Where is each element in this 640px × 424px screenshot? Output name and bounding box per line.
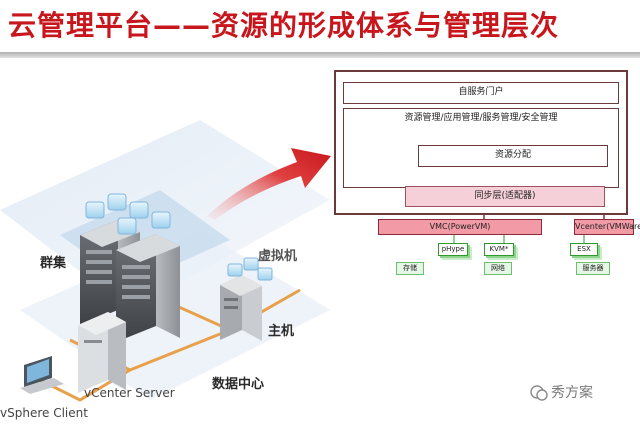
self-service-portal-label: 自服务门户: [458, 87, 504, 97]
hypervisor-phype-label: pHype: [441, 245, 465, 253]
host-label: 主机: [268, 324, 295, 339]
vsphere-client-label: vSphere Client: [0, 406, 88, 420]
cluster-server-2: [116, 234, 180, 342]
hypervisor-esx-label: ESX: [577, 245, 591, 253]
management-functions-label: 资源管理/应用管理/服务管理/安全管理: [404, 113, 558, 123]
virtual-machine-label: 虚拟机: [258, 249, 298, 264]
chat-bubble-icon: [530, 385, 548, 401]
virtual-machine-icons: [85, 193, 171, 235]
host-server: [220, 275, 262, 341]
resource-storage-label: 存储: [403, 264, 417, 272]
resource-network-label: 网络: [491, 264, 505, 272]
resource-network: 网络: [484, 262, 512, 275]
sync-layer-box: 同步层(适配器): [405, 186, 605, 207]
resource-server-label: 服务器: [582, 264, 604, 272]
self-service-portal-box: 自服务门户: [343, 82, 619, 104]
cluster-label: 群集: [40, 256, 67, 271]
hypervisor-kvm-label: KVM*: [489, 245, 509, 253]
adapter-vmware: Vcenter(VMWare): [574, 219, 640, 235]
hypervisor-esx: ESX: [570, 243, 598, 256]
adapter-powervm: VMC(PowerVM): [378, 219, 542, 235]
sync-layer-label: 同步层(适配器): [474, 191, 536, 201]
adapter-connectors: [453, 213, 605, 243]
page-title: 云管理平台——资源的形成体系与管理层次: [8, 9, 560, 42]
watermark-text: 秀方案: [551, 385, 593, 401]
adapter-powervm-label: VMC(PowerVM): [429, 222, 491, 231]
title-divider: [0, 52, 640, 58]
watermark: 秀方案: [530, 380, 634, 406]
transition-arrow-icon: [207, 148, 331, 220]
resource-server: 服务器: [576, 262, 610, 275]
host-vm-icons: [227, 257, 273, 281]
resource-allocation-box: 资源分配: [418, 145, 608, 167]
hypervisor-kvm: KVM*: [484, 243, 514, 256]
vsphere-client-laptop: [20, 356, 64, 394]
datacenter-label: 数据中心: [212, 377, 265, 392]
vsphere-infrastructure-illustration: [0, 120, 330, 402]
resource-allocation-label: 资源分配: [494, 150, 531, 160]
hypervisor-phype: pHype: [438, 243, 468, 256]
vcenter-server-tower: [78, 312, 126, 393]
resource-storage: 存储: [396, 262, 424, 275]
adapter-vmware-label: Vcenter(VMWare): [575, 222, 640, 231]
vcenter-server-label: vCenter Server: [84, 386, 175, 400]
